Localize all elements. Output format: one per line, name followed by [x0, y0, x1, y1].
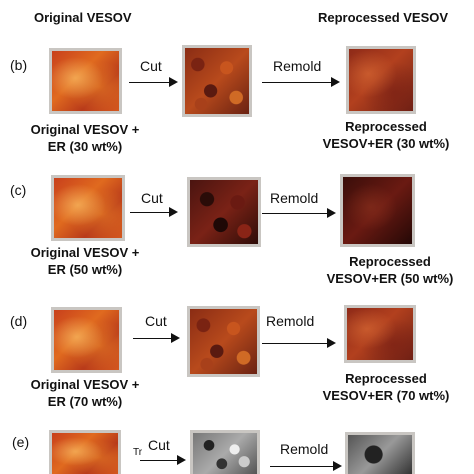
remold-label-d: Remold	[266, 313, 315, 329]
remold-arrow-b	[262, 77, 340, 88]
remold-arrow-c	[262, 208, 336, 219]
cut-arrow-e	[140, 455, 186, 466]
cut-sample-image-b	[182, 45, 252, 117]
row-label-c: (c)	[10, 182, 27, 198]
caption-line: Reprocessed	[345, 371, 427, 386]
original-sample-image-b	[49, 48, 122, 114]
remold-label-c: Remold	[270, 190, 319, 206]
remold-label-e: Remold	[280, 441, 329, 457]
caption-line: ER (70 wt%)	[47, 394, 123, 409]
caption-line: ER (50 wt%)	[47, 262, 123, 277]
caption-line: VESOV+ER (50 wt%)	[326, 271, 454, 286]
row-label-b: (b)	[10, 57, 28, 73]
row-e-side-text: Tr	[133, 447, 143, 458]
caption-line: VESOV+ER (30 wt%)	[322, 136, 450, 151]
cut-arrow-d	[133, 333, 180, 344]
reprocessed-sample-image-d	[344, 305, 416, 363]
reprocessed-caption-d: Reprocessed VESOV+ER (70 wt%)	[306, 370, 466, 404]
original-caption-c: Original VESOV + ER (50 wt%)	[15, 244, 155, 278]
original-sample-image-d	[51, 307, 122, 373]
row-label-d: (d)	[10, 313, 28, 329]
cut-arrow-c	[130, 207, 178, 218]
remold-arrow-d	[262, 338, 336, 349]
reprocessed-caption-c: Reprocessed VESOV+ER (50 wt%)	[310, 253, 470, 287]
caption-line: Original VESOV +	[30, 377, 140, 392]
reprocessed-sample-image-c	[340, 174, 415, 247]
remold-arrow-e	[270, 461, 342, 472]
cut-sample-image-d	[187, 306, 260, 377]
cut-label-d: Cut	[145, 313, 167, 329]
original-caption-b: Original VESOV + ER (30 wt%)	[10, 121, 160, 155]
reprocessed-sample-image-b	[346, 46, 416, 114]
caption-line: Reprocessed	[345, 119, 427, 134]
cut-label-b: Cut	[140, 58, 162, 74]
header-original: Original VESOV	[34, 10, 132, 25]
row-label-e: (e)	[12, 434, 30, 450]
remold-label-b: Remold	[273, 58, 322, 74]
caption-line: VESOV+ER (70 wt%)	[322, 388, 450, 403]
reprocessed-sample-image-e	[345, 432, 415, 474]
caption-line: Reprocessed	[349, 254, 431, 269]
original-sample-image-c	[51, 175, 125, 241]
cut-sample-image-e	[190, 430, 260, 474]
cut-label-e: Cut	[148, 437, 170, 453]
reprocessed-caption-b: Reprocessed VESOV+ER (30 wt%)	[306, 118, 466, 152]
caption-line: Original VESOV +	[30, 245, 140, 260]
cut-arrow-b	[129, 77, 178, 88]
header-reprocessed: Reprocessed VESOV	[318, 10, 449, 25]
caption-line: ER (30 wt%)	[47, 139, 123, 154]
cut-sample-image-c	[187, 177, 261, 247]
cut-label-c: Cut	[141, 190, 163, 206]
caption-line: Original VESOV +	[30, 122, 140, 137]
original-sample-image-e	[49, 430, 121, 474]
original-caption-d: Original VESOV + ER (70 wt%)	[15, 376, 155, 410]
